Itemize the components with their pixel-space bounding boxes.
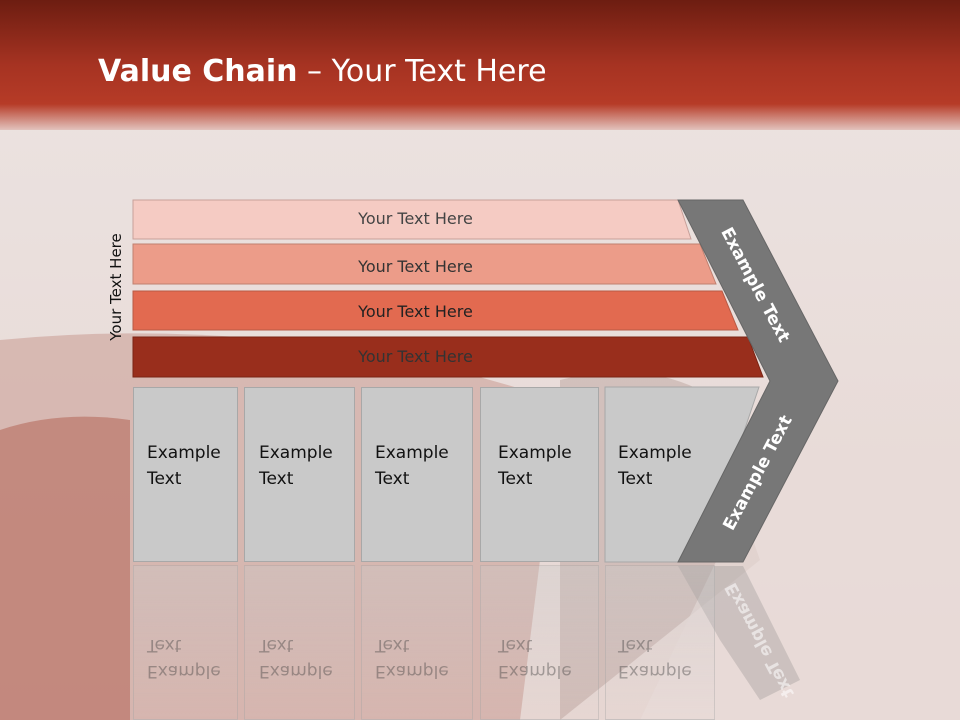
box-1-label-reflection: Example Text (147, 635, 221, 681)
box-2-reflection (244, 565, 355, 720)
bar-3 (132, 290, 739, 331)
box-2 (244, 387, 355, 562)
bar-1-label: Your Text Here (358, 209, 473, 228)
snow-shape (640, 445, 960, 720)
arrow-reflection (678, 566, 800, 700)
box-1-reflection (133, 565, 238, 720)
box-3-label: Example Text (375, 443, 449, 489)
box-3-label-reflection: Example Text (375, 635, 449, 681)
bar-1 (132, 199, 692, 240)
box-2-label-reflection: Example Text (259, 635, 333, 681)
box-5-label: Example Text (618, 443, 692, 489)
bar-4-label: Your Text Here (358, 347, 473, 366)
box-3-reflection (361, 565, 473, 720)
header-band (0, 0, 960, 130)
box-4-label: Example Text (498, 443, 572, 489)
car-window-shape (0, 416, 130, 720)
bar-2-label: Your Text Here (358, 257, 473, 276)
page-title: Value Chain – Your Text Here (98, 54, 547, 89)
box-3 (361, 387, 473, 562)
box-1-label: Example Text (147, 443, 221, 489)
chevron-arrow (677, 199, 839, 563)
box-1 (133, 387, 238, 562)
box-5-label-reflection: Example Text (618, 635, 692, 681)
box-4 (480, 387, 599, 562)
bar-2 (132, 243, 717, 285)
bar-4 (132, 336, 764, 378)
box-2-label: Example Text (259, 443, 333, 489)
box-4-label-reflection: Example Text (498, 635, 572, 681)
bar-3-label: Your Text Here (358, 302, 473, 321)
